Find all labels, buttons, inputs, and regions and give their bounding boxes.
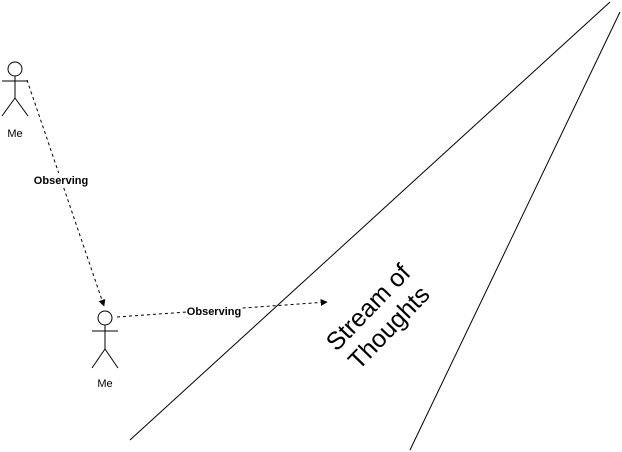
actor-me-2[interactable]: Me <box>91 310 119 390</box>
observing-edge-2-label-bg <box>186 304 242 318</box>
stream-right-boundary[interactable] <box>409 11 621 451</box>
observing-edge-1-label: Observing <box>34 175 88 187</box>
stream-left-boundary[interactable] <box>129 1 611 441</box>
actor-me-1-right-leg <box>14 97 29 117</box>
actor-me-2-head <box>97 310 113 326</box>
actor-me-2-right-leg <box>104 348 119 369</box>
actor-me-1-head <box>7 61 23 77</box>
observing-edge-1[interactable] <box>26 79 106 307</box>
actor-me-1-left-leg <box>1 97 16 117</box>
actor-me-1-label: Me <box>7 128 22 140</box>
actor-me-2-label: Me <box>97 378 112 390</box>
stream-of-thoughts-label[interactable]: Stream of Thoughts <box>321 259 437 377</box>
actor-me-2-left-leg <box>91 348 106 369</box>
actor-me-1[interactable]: Me <box>1 61 29 140</box>
observing-edge-2[interactable] <box>116 298 328 318</box>
observing-edge-2-label: Observing <box>187 306 241 318</box>
observing-edge-1-label-bg <box>32 173 90 187</box>
